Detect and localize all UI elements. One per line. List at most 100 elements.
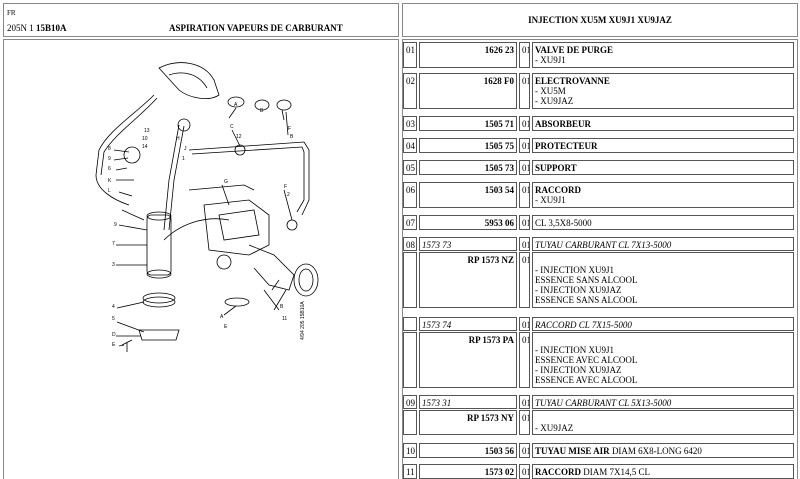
part-description: TUYAU MISE AIR DIAM 6X8-LONG 6420 [532, 443, 794, 458]
part-main-reference: 1573 31 [419, 395, 517, 409]
part-row-08b-header[interactable]: 1573 74 01 RACCORD CL 7X15-5000 [403, 317, 797, 331]
part-row-03[interactable]: 03 1505 71 01 ABSORBEUR [403, 116, 797, 131]
callout-label: 13 [144, 128, 150, 134]
fuel-pipe-center [163, 124, 180, 231]
part-name: RACCORD [535, 467, 581, 477]
callout-label: 1 [182, 156, 185, 162]
variant-line: ESSENCE AVEC ALCOOL [535, 375, 638, 385]
parts-list: 01 1626 23 01 VALVE DE PURGE - XU9J1 02 … [402, 39, 798, 479]
purge-valve [123, 146, 141, 164]
callout-label: F [288, 126, 291, 132]
fuel-pipe-left [95, 94, 155, 206]
callout-label: J [184, 146, 187, 152]
part-description: - XU9JAZ [532, 410, 794, 435]
part-row-05[interactable]: 05 1505 73 01 SUPPORT [403, 160, 797, 175]
language-code: FR [7, 9, 16, 17]
part-number-empty [403, 332, 417, 388]
hose-clamp-1 [227, 96, 245, 108]
part-description: RACCORD DIAM 7X14,5 CL [532, 464, 794, 479]
part-row-08b-variant[interactable]: RP 1573 PA 01 - INJECTION XU9J1 ESSENCE … [403, 332, 797, 388]
part-reference: 1626 23 [419, 42, 517, 68]
callout-label: H [176, 136, 180, 142]
callout-label: 4 [112, 304, 115, 310]
part-reference: 1505 71 [419, 116, 517, 131]
part-row-07[interactable]: 07 5953 06 01 CL 3,5X8-5000 [403, 215, 797, 230]
part-quantity: 01 [519, 252, 530, 308]
part-number: 05 [403, 160, 417, 175]
parts-list-title: INJECTION XU5M XU9J1 XU9JAZ [528, 15, 672, 25]
part-row-11[interactable]: 11 1573 02 01 RACCORD DIAM 7X14,5 CL [403, 464, 797, 479]
part-row-06[interactable]: 06 1503 54 01 RACCORD - XU9J1 [403, 182, 797, 208]
part-name: TUYAU CARBURANT CL 7X13-5000 [532, 237, 794, 251]
part-quantity: 01 [519, 215, 530, 230]
part-name: ABSORBEUR [532, 116, 794, 131]
part-quantity: 01 [519, 237, 530, 251]
part-quantity: 01 [519, 116, 530, 131]
part-reference: RP 1573 NY [419, 410, 517, 435]
variant-line: - INJECTION XU9JAZ [535, 365, 622, 375]
callout-label: F [284, 184, 287, 190]
callout-label: 10 [142, 136, 148, 142]
part-description: RACCORD - XU9J1 [532, 182, 794, 208]
part-name: CL 3,5X8-5000 [532, 215, 794, 230]
right-header: INJECTION XU5M XU9J1 XU9JAZ [402, 3, 798, 37]
part-variant: - XU9JAZ [535, 96, 574, 106]
part-spec: DIAM 7X14,5 CL [583, 467, 650, 477]
part-number-empty [403, 410, 417, 435]
part-row-09-header[interactable]: 09 1573 31 01 TUYAU CARBURANT CL 5X13-50… [403, 395, 797, 409]
callout-label: E [112, 342, 116, 348]
callout-label: 2 [287, 192, 290, 198]
intake-hose [248, 244, 295, 291]
part-row-01[interactable]: 01 1626 23 01 VALVE DE PURGE - XU9J1 [403, 42, 797, 68]
part-row-04[interactable]: 04 1505 75 01 PROTECTEUR [403, 138, 797, 153]
part-description: VALVE DE PURGE - XU9J1 [532, 42, 794, 68]
part-quantity: 01 [519, 73, 530, 109]
part-variant: - XU9J1 [535, 195, 566, 205]
part-name: TUYAU CARBURANT CL 5X13-5000 [532, 395, 794, 409]
part-number: 09 [403, 395, 417, 409]
part-row-09-variant[interactable]: RP 1573 NY 01 - XU9JAZ [403, 410, 797, 435]
callout-label: B [260, 108, 264, 114]
variant-line: - INJECTION XU9J1 [535, 265, 614, 275]
part-variant: - XU5M [535, 86, 566, 96]
throttle-body [203, 199, 270, 256]
callout-label: 9 [114, 222, 117, 228]
part-number: 06 [403, 182, 417, 208]
part-quantity: 01 [519, 317, 530, 331]
engine-bay-outline [158, 62, 220, 100]
diagram-title: ASPIRATION VAPEURS DE CARBURANT [169, 23, 343, 33]
callout-label: L [108, 188, 111, 194]
part-row-02[interactable]: 02 1628 F0 01 ELECTROVANNE - XU5M - XU9J… [403, 73, 797, 109]
part-row-08-variant[interactable]: RP 1573 NZ 01 - INJECTION XU9J1 ESSENCE … [403, 252, 797, 308]
callout-label: 9 [108, 156, 111, 162]
absorber-canister [146, 214, 172, 276]
callout-label: C [230, 124, 234, 130]
part-reference: 5953 06 [419, 215, 517, 230]
part-description: ELECTROVANNE - XU5M - XU9JAZ [532, 73, 794, 109]
variant-line: - XU9JAZ [535, 423, 574, 433]
callout-label: 6 [108, 166, 111, 172]
callout-label: D [112, 332, 116, 338]
part-number: 01 [403, 42, 417, 68]
callout-label: 12 [236, 134, 242, 140]
hose-clamp-3 [276, 99, 292, 111]
variant-line: ESSENCE AVEC ALCOOL [535, 355, 638, 365]
support-bracket [138, 329, 180, 341]
variant-line: - INJECTION XU9J1 [535, 345, 614, 355]
part-row-08-header[interactable]: 08 1573 73 01 TUYAU CARBURANT CL 7X13-50… [403, 237, 797, 251]
part-number: 04 [403, 138, 417, 153]
part-name: RACCORD [535, 185, 581, 195]
part-number: 07 [403, 215, 417, 230]
part-spec: DIAM 6X8-LONG 6420 [611, 446, 702, 456]
part-name: SUPPORT [532, 160, 794, 175]
callout-label: 11 [282, 316, 287, 322]
part-number: 03 [403, 116, 417, 131]
catalog-code-number: 15B10A [36, 23, 67, 33]
part-reference: RP 1573 PA [419, 332, 517, 388]
part-main-reference: 1573 74 [419, 317, 517, 331]
callout-label: K [108, 178, 112, 184]
part-row-10[interactable]: 10 1503 56 01 TUYAU MISE AIR DIAM 6X8-LO… [403, 443, 797, 458]
part-quantity: 01 [519, 443, 530, 458]
